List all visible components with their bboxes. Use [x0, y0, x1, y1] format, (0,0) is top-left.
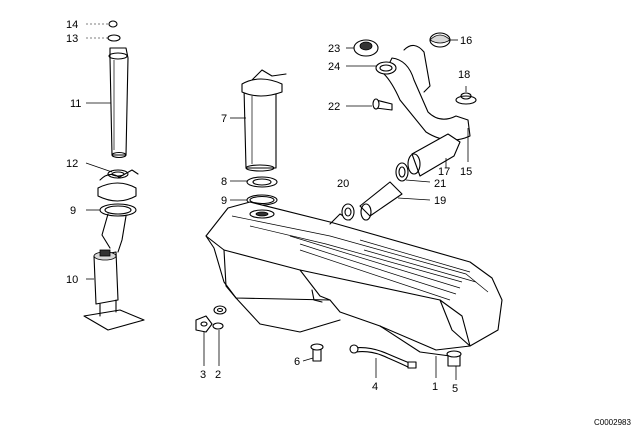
part-11-level-sender-tube	[86, 47, 129, 159]
part-18-grommet	[455, 86, 477, 105]
label-16: 16	[460, 35, 472, 47]
part-3-nut	[195, 315, 213, 366]
part-23-filler-cap	[346, 39, 379, 57]
part-14-clip	[86, 20, 118, 28]
label-3: 3	[200, 369, 206, 381]
label-9-middle: 9	[221, 195, 227, 207]
part-20-tank-clamp	[341, 203, 355, 221]
label-22: 22	[328, 101, 340, 113]
part-17-hose	[407, 133, 461, 177]
part-6-bolt	[302, 343, 324, 362]
part-7-sender-unit	[230, 69, 287, 172]
part-16-cap-seal	[429, 32, 458, 48]
label-20: 20	[337, 178, 349, 190]
label-15: 15	[460, 166, 472, 178]
part-19-connecting-hose	[359, 181, 431, 221]
document-number: C0002983	[594, 418, 631, 427]
label-11: 11	[70, 98, 81, 110]
label-6: 6	[294, 356, 300, 368]
label-1: 1	[432, 381, 438, 393]
label-23: 23	[328, 43, 340, 55]
part-24-neck-seal	[346, 61, 397, 75]
part-4-ground-strap	[349, 344, 417, 378]
label-10: 10	[66, 274, 78, 286]
label-7: 7	[221, 113, 227, 125]
label-24: 24	[328, 61, 340, 73]
label-4: 4	[372, 381, 378, 393]
label-9-left: 9	[70, 205, 76, 217]
part-21-hose-clamp	[395, 162, 431, 183]
part-15-filler-pipe	[383, 44, 471, 162]
part-pump-flange	[86, 169, 139, 217]
label-14: 14	[66, 19, 78, 31]
label-18: 18	[458, 69, 470, 81]
part-8-lock-ring	[230, 176, 278, 188]
part-22-screw	[346, 98, 393, 111]
label-12: 12	[66, 158, 78, 170]
label-2: 2	[215, 369, 221, 381]
label-13: 13	[66, 33, 78, 45]
label-5: 5	[452, 383, 458, 395]
label-19: 19	[434, 195, 446, 207]
label-17: 17	[438, 166, 450, 178]
part-5-drain-plug	[446, 350, 462, 380]
part-1-fuel-tank	[205, 201, 503, 378]
part-2-washer	[212, 305, 227, 366]
label-8: 8	[221, 176, 227, 188]
label-21: 21	[434, 178, 446, 190]
part-13-washer	[86, 34, 121, 42]
part-10-fuel-pump	[83, 213, 145, 331]
